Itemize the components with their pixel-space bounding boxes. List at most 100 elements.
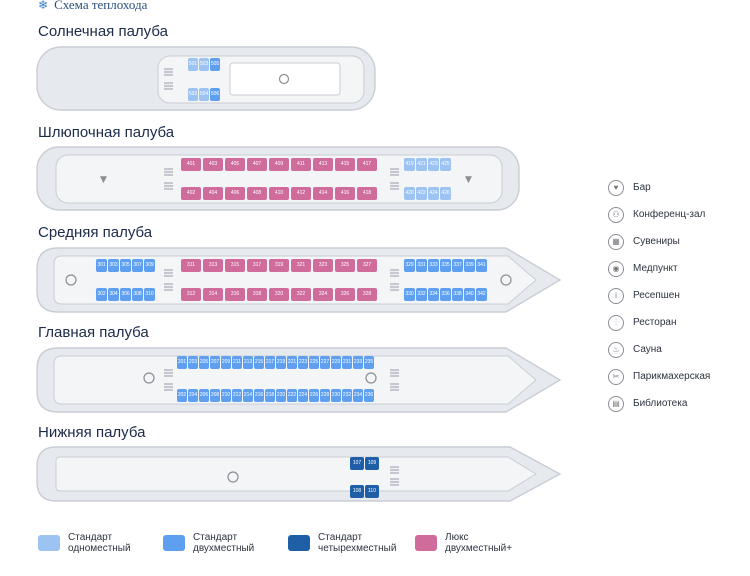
cabin-234[interactable]: 234 (353, 389, 363, 402)
cabin-221[interactable]: 221 (287, 356, 297, 369)
cabin-413[interactable]: 413 (313, 158, 333, 171)
cabin-211[interactable]: 211 (232, 356, 242, 369)
cabin-423[interactable]: 423 (428, 158, 439, 171)
cabin-328[interactable]: 328 (357, 288, 377, 301)
cabin-305[interactable]: 305 (120, 259, 131, 272)
cabin-420[interactable]: 420 (404, 187, 415, 200)
cabin-209[interactable]: 209 (221, 356, 231, 369)
cabin-335[interactable]: 335 (440, 259, 451, 272)
cabin-236[interactable]: 236 (364, 389, 374, 402)
cabin-317[interactable]: 317 (247, 259, 267, 272)
cabin-409[interactable]: 409 (269, 158, 289, 171)
cabin-230[interactable]: 230 (331, 389, 341, 402)
cabin-339[interactable]: 339 (464, 259, 475, 272)
cabin-417[interactable]: 417 (357, 158, 377, 171)
cabin-337[interactable]: 337 (452, 259, 463, 272)
cabin-505[interactable]: 505 (210, 58, 220, 71)
cabin-206[interactable]: 206 (199, 389, 209, 402)
cabin-306[interactable]: 306 (120, 288, 131, 301)
cabin-318[interactable]: 318 (247, 288, 267, 301)
cabin-314[interactable]: 314 (203, 288, 223, 301)
cabin-217[interactable]: 217 (265, 356, 275, 369)
cabin-108[interactable]: 108 (350, 485, 364, 498)
cabin-401[interactable]: 401 (181, 158, 201, 171)
cabin-404[interactable]: 404 (203, 187, 223, 200)
cabin-330[interactable]: 330 (404, 288, 415, 301)
cabin-506[interactable]: 506 (210, 88, 220, 101)
cabin-227[interactable]: 227 (320, 356, 330, 369)
cabin-216[interactable]: 216 (254, 389, 264, 402)
cabin-316[interactable]: 316 (225, 288, 245, 301)
cabin-325[interactable]: 325 (335, 259, 355, 272)
cabin-342[interactable]: 342 (476, 288, 487, 301)
cabin-218[interactable]: 218 (265, 389, 275, 402)
cabin-225[interactable]: 225 (309, 356, 319, 369)
cabin-301[interactable]: 301 (96, 259, 107, 272)
cabin-406[interactable]: 406 (225, 187, 245, 200)
cabin-229[interactable]: 229 (331, 356, 341, 369)
cabin-202[interactable]: 202 (177, 389, 187, 402)
cabin-502[interactable]: 502 (188, 88, 198, 101)
cabin-414[interactable]: 414 (313, 187, 333, 200)
cabin-418[interactable]: 418 (357, 187, 377, 200)
cabin-419[interactable]: 419 (404, 158, 415, 171)
cabin-425[interactable]: 425 (440, 158, 451, 171)
cabin-308[interactable]: 308 (132, 288, 143, 301)
cabin-107[interactable]: 107 (350, 457, 364, 470)
cabin-319[interactable]: 319 (269, 259, 289, 272)
cabin-331[interactable]: 331 (416, 259, 427, 272)
cabin-232[interactable]: 232 (342, 389, 352, 402)
cabin-402[interactable]: 402 (181, 187, 201, 200)
cabin-410[interactable]: 410 (269, 187, 289, 200)
cabin-303[interactable]: 303 (108, 259, 119, 272)
cabin-310[interactable]: 310 (144, 288, 155, 301)
cabin-320[interactable]: 320 (269, 288, 289, 301)
cabin-208[interactable]: 208 (210, 389, 220, 402)
cabin-422[interactable]: 422 (416, 187, 427, 200)
cabin-226[interactable]: 226 (309, 389, 319, 402)
cabin-207[interactable]: 207 (210, 356, 220, 369)
cabin-340[interactable]: 340 (464, 288, 475, 301)
cabin-304[interactable]: 304 (108, 288, 119, 301)
cabin-109[interactable]: 109 (365, 457, 379, 470)
cabin-203[interactable]: 203 (188, 356, 198, 369)
cabin-231[interactable]: 231 (342, 356, 352, 369)
cabin-403[interactable]: 403 (203, 158, 223, 171)
cabin-309[interactable]: 309 (144, 259, 155, 272)
cabin-501[interactable]: 501 (188, 58, 198, 71)
cabin-338[interactable]: 338 (452, 288, 463, 301)
cabin-302[interactable]: 302 (96, 288, 107, 301)
cabin-311[interactable]: 311 (181, 259, 201, 272)
cabin-228[interactable]: 228 (320, 389, 330, 402)
cabin-415[interactable]: 415 (335, 158, 355, 171)
cabin-219[interactable]: 219 (276, 356, 286, 369)
cabin-315[interactable]: 315 (225, 259, 245, 272)
cabin-210[interactable]: 210 (221, 389, 231, 402)
cabin-201[interactable]: 201 (177, 356, 187, 369)
cabin-416[interactable]: 416 (335, 187, 355, 200)
cabin-411[interactable]: 411 (291, 158, 311, 171)
cabin-426[interactable]: 426 (440, 187, 451, 200)
cabin-313[interactable]: 313 (203, 259, 223, 272)
cabin-307[interactable]: 307 (132, 259, 143, 272)
cabin-220[interactable]: 220 (276, 389, 286, 402)
cabin-215[interactable]: 215 (254, 356, 264, 369)
cabin-110[interactable]: 110 (365, 485, 379, 498)
cabin-334[interactable]: 334 (428, 288, 439, 301)
cabin-321[interactable]: 321 (291, 259, 311, 272)
cabin-205[interactable]: 205 (199, 356, 209, 369)
cabin-323[interactable]: 323 (313, 259, 333, 272)
cabin-407[interactable]: 407 (247, 158, 267, 171)
cabin-329[interactable]: 329 (404, 259, 415, 272)
cabin-312[interactable]: 312 (181, 288, 201, 301)
cabin-224[interactable]: 224 (298, 389, 308, 402)
cabin-504[interactable]: 504 (199, 88, 209, 101)
cabin-408[interactable]: 408 (247, 187, 267, 200)
cabin-412[interactable]: 412 (291, 187, 311, 200)
cabin-424[interactable]: 424 (428, 187, 439, 200)
cabin-223[interactable]: 223 (298, 356, 308, 369)
cabin-341[interactable]: 341 (476, 259, 487, 272)
cabin-405[interactable]: 405 (225, 158, 245, 171)
cabin-204[interactable]: 204 (188, 389, 198, 402)
cabin-213[interactable]: 213 (243, 356, 253, 369)
